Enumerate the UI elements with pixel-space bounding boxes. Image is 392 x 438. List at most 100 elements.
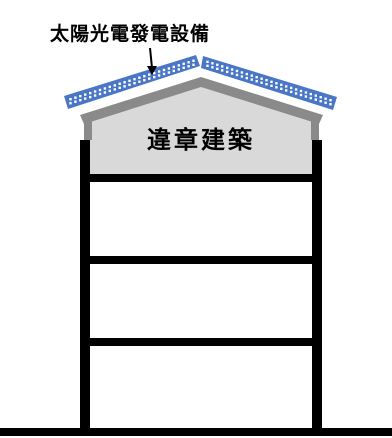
- solar-cell: [294, 92, 298, 95]
- solar-cell: [309, 96, 312, 100]
- solar-cell: [157, 70, 161, 73]
- solar-panel-right: [201, 56, 337, 110]
- solar-cell: [221, 69, 224, 72]
- solar-cell: [118, 86, 121, 89]
- solar-equipment-label: 太陽光電發電設備: [50, 22, 210, 45]
- solar-cell: [319, 100, 322, 103]
- solar-cell: [221, 65, 224, 68]
- solar-cell: [138, 76, 141, 79]
- solar-cell: [123, 85, 126, 88]
- solar-cell: [240, 75, 244, 78]
- column-right: [312, 140, 322, 430]
- eave-wall-left: [84, 118, 92, 140]
- rooftop-illegal-addition: [90, 84, 312, 176]
- solar-cell: [314, 98, 317, 101]
- solar-cell: [290, 90, 293, 94]
- solar-cell: [265, 79, 268, 82]
- solar-cell: [177, 68, 180, 71]
- solar-cell: [309, 92, 312, 96]
- solar-cell: [143, 75, 146, 78]
- solar-cell: [108, 89, 111, 93]
- eave-wall-right: [311, 118, 319, 140]
- label-pointer-arrowhead: [147, 66, 157, 75]
- roof-edge-left: [80, 77, 201, 124]
- solar-cell: [255, 76, 258, 79]
- solar-cell: [329, 103, 332, 106]
- solar-cell: [192, 59, 195, 62]
- solar-cell: [304, 91, 308, 94]
- solar-cell: [255, 80, 258, 83]
- solar-cell: [206, 60, 209, 63]
- solar-cell: [324, 101, 327, 104]
- solar-cell: [285, 85, 288, 88]
- solar-cell: [230, 68, 234, 71]
- solar-cell: [319, 96, 322, 99]
- solar-cell: [314, 94, 317, 97]
- solar-cell: [260, 81, 263, 84]
- solar-cell: [103, 91, 107, 94]
- solar-cell: [93, 94, 97, 97]
- solar-cell: [138, 80, 141, 83]
- solar-cell: [167, 71, 171, 74]
- solar-cell: [226, 70, 229, 74]
- solar-cell: [230, 72, 234, 75]
- solar-cell: [128, 79, 131, 82]
- solar-cell: [245, 76, 248, 80]
- solar-cell: [157, 74, 161, 77]
- solar-cells-right: [206, 60, 332, 106]
- solar-cell: [74, 96, 77, 99]
- solar-cell: [123, 81, 126, 84]
- solar-cell: [177, 64, 180, 67]
- solar-cell: [211, 62, 214, 65]
- solar-cell: [211, 66, 214, 69]
- solar-cell: [260, 77, 263, 80]
- solar-cell: [153, 75, 156, 79]
- solar-cell: [113, 84, 116, 87]
- solar-cell: [79, 99, 82, 102]
- solar-cell: [89, 91, 92, 95]
- solar-cell: [250, 74, 253, 77]
- solar-cell: [216, 67, 219, 70]
- solar-cell: [172, 65, 175, 69]
- solar-cell: [182, 62, 185, 65]
- solar-cell: [304, 95, 308, 98]
- solar-cell: [206, 64, 209, 67]
- solar-panel-left: [64, 55, 200, 109]
- solar-cell: [93, 90, 97, 93]
- solar-cell: [79, 95, 82, 98]
- solar-cell: [162, 72, 166, 76]
- solar-cell: [113, 88, 116, 91]
- solar-cell: [74, 100, 77, 103]
- solar-cells-left: [69, 59, 195, 105]
- column-left: [80, 140, 90, 430]
- solar-cell: [226, 66, 229, 70]
- roof-edge-right: [201, 77, 323, 124]
- solar-cell: [245, 72, 248, 76]
- solar-cell: [329, 99, 332, 102]
- solar-cell: [290, 86, 293, 90]
- solar-cell: [69, 102, 72, 105]
- solar-cell: [294, 88, 298, 91]
- solar-cell: [265, 83, 268, 86]
- solar-cell: [235, 69, 239, 73]
- floor-slab-rooftop: [80, 174, 322, 182]
- solar-cell: [89, 95, 92, 99]
- solar-cell: [103, 87, 107, 90]
- solar-cell: [143, 79, 146, 82]
- solar-cell: [148, 73, 151, 76]
- ground-line: [0, 428, 392, 436]
- solar-cell: [280, 83, 283, 86]
- solar-cell: [108, 85, 111, 89]
- solar-cell: [240, 71, 244, 74]
- solar-cell: [235, 73, 239, 77]
- solar-cell: [270, 84, 273, 87]
- solar-cell: [324, 97, 327, 100]
- illegal-building-label: 違章建築: [147, 125, 255, 154]
- solar-cell: [216, 63, 219, 66]
- solar-cell: [98, 88, 102, 92]
- solar-cell: [299, 89, 303, 93]
- solar-cell: [275, 86, 278, 89]
- solar-cell: [98, 92, 102, 96]
- solar-cell: [118, 82, 121, 85]
- solar-cell: [133, 78, 136, 81]
